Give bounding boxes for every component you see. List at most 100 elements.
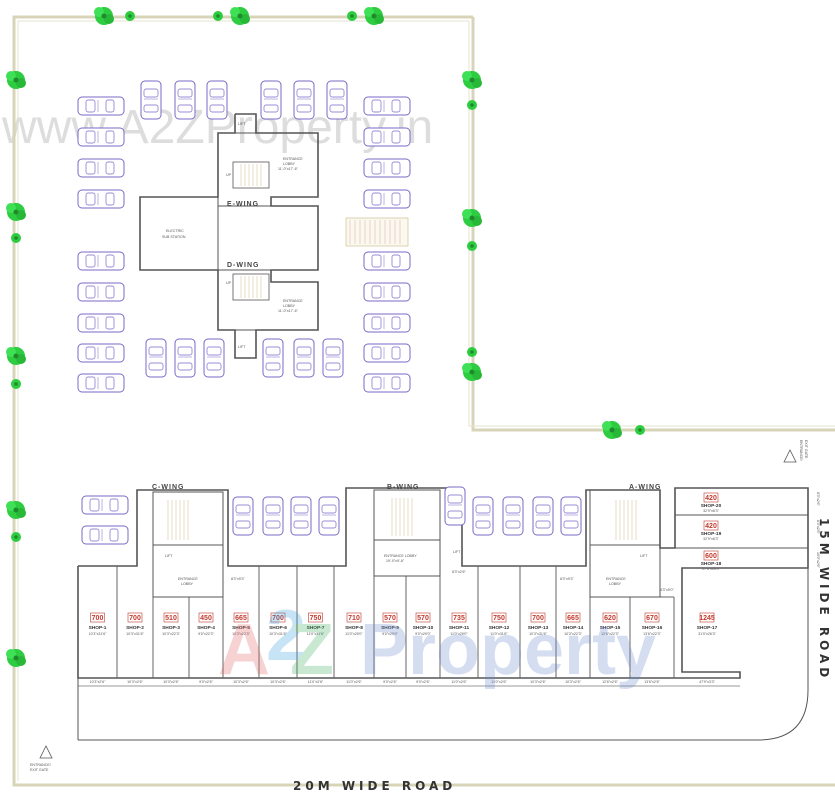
lobby-c-l2: LOBBY (181, 582, 194, 586)
shop-area-box (163, 612, 179, 623)
shop-front: 10'3"x2'6" (565, 680, 581, 684)
shop-name: SHOP-10 (413, 625, 434, 631)
lift-label-top: LIFT (238, 122, 246, 126)
shop-front: 11'0"x2'6" (308, 680, 324, 684)
shop-front: 11'0"x2'6" (491, 680, 507, 684)
lobby-d-l3: 11'-0"x17'-6" (278, 309, 299, 313)
dim-c-side: 8'3"x9'3" (231, 577, 245, 581)
shop-area-box (703, 492, 719, 503)
shop-size: 32'9"x8'3" (703, 537, 719, 541)
shop-front: 9'0"x2'6" (416, 680, 430, 684)
shop-area: 735 (453, 615, 465, 622)
svg-text:Z: Z (290, 610, 334, 690)
shop-size: 10'3"x31'6" (529, 632, 547, 636)
shop-area: 665 (567, 615, 579, 622)
shop-size: 10'3"x22'3" (162, 632, 180, 636)
shop-name: SHOP-7 (307, 625, 325, 631)
svg-text:A: A (218, 610, 270, 690)
shop-name: SHOP-14 (563, 625, 584, 631)
shop-area-box (233, 612, 249, 623)
dim-b-side: 8'3"x2'6" (452, 570, 466, 574)
electric-l1: ELECTRIC (166, 229, 184, 233)
d-wing-label: D-WING (227, 262, 259, 269)
shop-front: 10'3"x2'6" (270, 680, 286, 684)
shop-front: 13'6"x2'6" (644, 680, 660, 684)
shop-area-box (602, 612, 618, 623)
top-building (139, 113, 319, 359)
lobby-a-l1: ENTRANCE (606, 577, 626, 581)
shop-name: SHOP-11 (449, 625, 470, 631)
shop-front: 11'0"x2'6" (451, 680, 467, 684)
shop-area-box (644, 612, 660, 623)
shop-front: 47'9"x3'3" (699, 680, 715, 684)
lift-label-a: LIFT (640, 554, 648, 558)
shop-size: 27'6"x10'0" (702, 567, 720, 571)
shop-front: 12'6"x2'6" (602, 680, 618, 684)
dim-a-side: 8'3"x9'3" (560, 577, 574, 581)
shop-name: SHOP-13 (528, 625, 549, 631)
shop-area-box (270, 612, 286, 623)
site-boundary-inner (17, 20, 835, 781)
watermark-logo: A 2 Z Property (218, 596, 656, 690)
shop-area: 750 (310, 615, 322, 622)
gate-right-l1: ENTRANCE/ (799, 440, 803, 461)
shop-area-box (308, 612, 323, 623)
shop-size: 9'0"x22'3" (198, 632, 214, 636)
svg-text:2: 2 (266, 596, 306, 676)
stair-e (240, 164, 262, 186)
lift-label-b: LIFT (453, 550, 461, 554)
shop-area: 450 (200, 615, 212, 622)
shop-area: 570 (384, 615, 396, 622)
electric-l2: SUB STATION (162, 235, 186, 239)
shop-name: SHOP-8 (345, 625, 363, 631)
gate-left: ENTRANCE/ EXIT GATE (30, 745, 53, 772)
c-wing-label: C-WING (152, 484, 184, 491)
shop-area: 1245 (699, 615, 715, 622)
shop-front: 11'0"x2'6" (346, 680, 362, 684)
b-wing-label: B-WING (387, 484, 419, 491)
shop-name: SHOP-16 (642, 625, 663, 631)
shop-area: 420 (705, 523, 717, 530)
shop-name: SHOP-12 (489, 625, 510, 631)
shop-name: SHOP-18 (701, 561, 722, 567)
shop-size: 11'0"x29'0" (345, 632, 363, 636)
shop-size: 31'0"x26'3" (698, 632, 716, 636)
shops: 700SHOP-110'3"x31'6"10'3"x2'6"700SHOP-21… (89, 612, 718, 684)
ramp-stair (345, 217, 409, 247)
shop-size: 11'0"x29'0" (450, 632, 468, 636)
shop-area: 620 (604, 615, 616, 622)
shop-name: SHOP-2 (126, 625, 144, 631)
shop-size: 10'3"x22'3" (564, 632, 582, 636)
shop-area: 600 (705, 553, 717, 560)
shop-area-box (565, 612, 581, 623)
lobby-e-l2: LOBBY (283, 162, 296, 166)
shop-area: 670 (646, 615, 658, 622)
shop-size: 13'6"x22'3" (643, 632, 661, 636)
shop-area: 700 (272, 615, 284, 622)
shop-area: 700 (532, 615, 544, 622)
shop-area-box (346, 612, 362, 623)
shop-area: 700 (92, 615, 104, 622)
shop-area-box (530, 612, 546, 623)
shop-size: 11'0"x31'6" (490, 632, 508, 636)
shop-front: 9'0"x2'6" (383, 680, 397, 684)
shop-front: 10'3"x2'6" (127, 680, 143, 684)
gate-right: ENTRANCE/ EXIT GATE (783, 440, 808, 463)
lobby-e-l3: 11'-0"x17'-6" (278, 167, 299, 171)
shop-front: 10'3"x2'6" (233, 680, 249, 684)
a-wing-label: A-WING (629, 484, 661, 491)
shop-size: 9'0"x29'0" (415, 632, 431, 636)
lobby-b-l2: 19'-0"x9'-6" (386, 559, 405, 563)
